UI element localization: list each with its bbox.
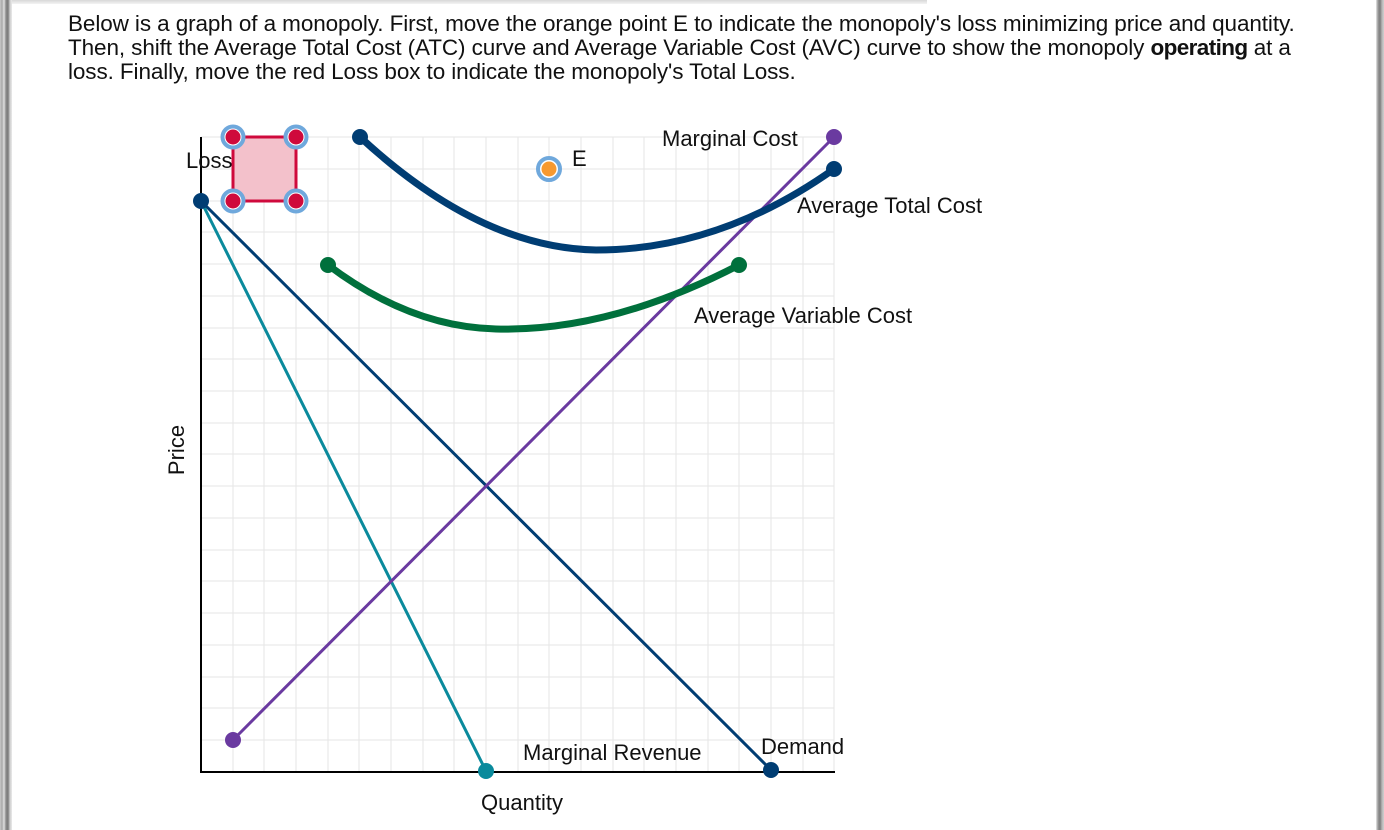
- demand-handle-top[interactable]: [193, 193, 209, 209]
- window-frame-left: [0, 0, 12, 830]
- marginal-revenue-curve[interactable]: [199, 200, 494, 779]
- average-total-cost-label: Average Total Cost: [797, 193, 982, 218]
- marginal-cost-handle-bottom[interactable]: [225, 732, 241, 748]
- question-instructions: Below is a graph of a monopoly. First, m…: [68, 12, 1328, 84]
- instructions-text-2: at a loss. Finally, move the red Loss bo…: [68, 35, 1291, 84]
- marginal-revenue-label: Marginal Revenue: [523, 740, 702, 765]
- avc-handle-left[interactable]: [320, 257, 336, 273]
- loss-box-label: Loss: [186, 148, 232, 173]
- loss-box-handle-bottom-right[interactable]: [283, 188, 309, 214]
- atc-handle-right[interactable]: [826, 161, 842, 177]
- point-e-label: E: [572, 146, 587, 171]
- instructions-bold: operating: [1150, 35, 1248, 60]
- x-axis-label: Quantity: [481, 790, 563, 815]
- loss-box-handle-top-right[interactable]: [283, 124, 309, 150]
- avc-handle-right[interactable]: [731, 257, 747, 273]
- loss-box-handle-bottom-left[interactable]: [220, 188, 246, 214]
- instructions-text-1: Below is a graph of a monopoly. First, m…: [68, 11, 1295, 60]
- marginal-cost-label: Marginal Cost: [662, 126, 798, 151]
- top-divider: [12, 0, 927, 4]
- average-variable-cost-curve[interactable]: [320, 257, 747, 333]
- grid: [201, 136, 835, 772]
- demand-label: Demand: [761, 734, 844, 759]
- demand-handle-bottom[interactable]: [763, 762, 779, 778]
- atc-handle-left[interactable]: [352, 129, 368, 145]
- average-total-cost-curve[interactable]: [352, 129, 842, 254]
- marginal-cost-handle-top[interactable]: [826, 129, 842, 145]
- point-e[interactable]: [536, 156, 562, 182]
- y-axis-label: Price: [164, 425, 189, 475]
- loss-box-handle-top-left[interactable]: [220, 124, 246, 150]
- average-variable-cost-label: Average Variable Cost: [694, 303, 912, 328]
- window-frame-right: [1376, 0, 1384, 830]
- marginal-revenue-handle[interactable]: [478, 763, 494, 779]
- marginal-cost-curve[interactable]: [225, 129, 842, 748]
- loss-box[interactable]: [220, 124, 309, 214]
